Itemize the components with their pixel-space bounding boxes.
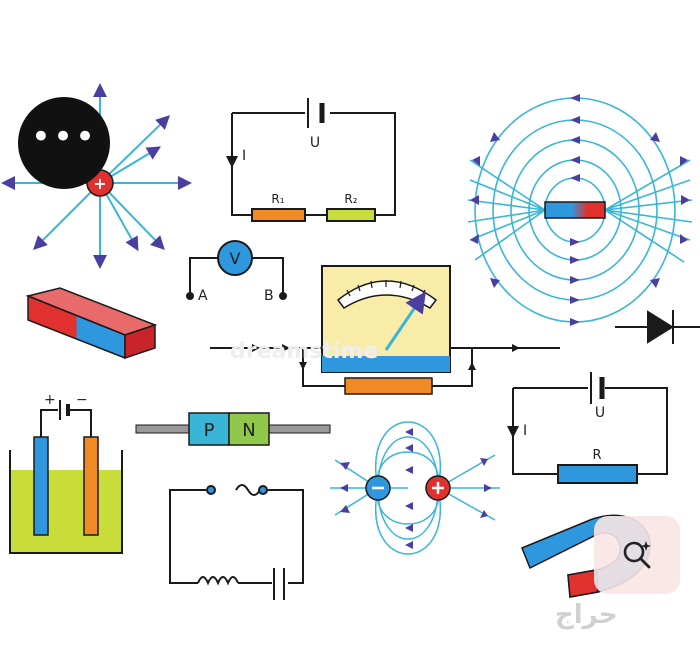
more-options-button[interactable]: ••• (18, 97, 110, 189)
bar-magnet-3d (25, 287, 158, 360)
series-circuit (226, 98, 396, 222)
dipole-arrows (340, 428, 492, 549)
n-region-label: N (242, 420, 255, 441)
pn-junction (135, 412, 331, 446)
site-watermark: حراج (555, 600, 618, 630)
minus-label: − (76, 392, 88, 408)
dipole-field (330, 421, 500, 555)
current-label-right: I (523, 423, 527, 439)
field-arrows (470, 94, 690, 326)
galvanometer (210, 265, 560, 395)
more-horiz-icon: ••• (30, 117, 98, 157)
bar-magnet (544, 201, 606, 219)
diode-symbol (615, 310, 700, 344)
electrolytic-cell (9, 400, 123, 554)
voltmeter (186, 240, 287, 300)
voltmeter-label: V (230, 249, 241, 268)
visual-search-icon (623, 541, 651, 569)
plus-label: + (44, 392, 56, 408)
visual-search-button[interactable] (594, 516, 680, 594)
current-label: I (242, 148, 246, 164)
p-region-label: P (204, 420, 215, 441)
terminal-a-label: A (198, 288, 208, 304)
terminal-b-label: B (264, 288, 274, 304)
resistor-r1-label: R₁ (271, 192, 284, 206)
simple-circuit (507, 372, 668, 484)
resistor-r2-label: R₂ (344, 192, 357, 206)
resistor-r-label: R (592, 448, 601, 463)
svg-text:+: + (93, 174, 106, 193)
battery-label: U (310, 135, 320, 151)
point-charge-field: + (1, 83, 192, 269)
lc-circuit (169, 484, 304, 600)
battery-label-right: U (595, 405, 605, 421)
faint-watermark: dreamstime (230, 339, 378, 364)
